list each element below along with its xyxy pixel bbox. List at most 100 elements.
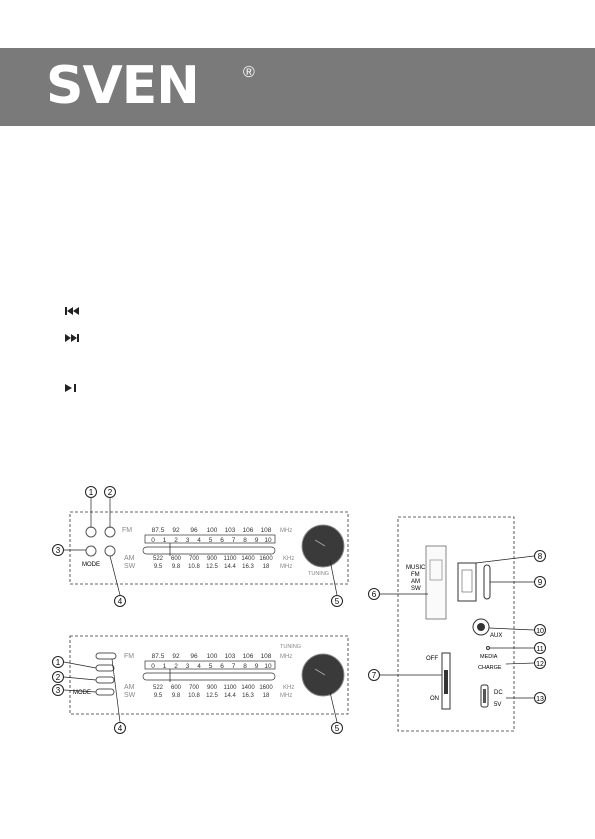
svg-text:FM: FM [124,653,134,660]
callout-1-label: 1 [89,488,94,497]
svg-text:SW: SW [124,563,136,570]
sven-logo: SVEN [46,56,200,116]
svg-text:FM: FM [122,527,132,534]
fm-scale-label: 96 [190,527,198,534]
svg-text:CHARGE: CHARGE [478,665,502,671]
dial-digit: 7 [232,537,236,544]
svg-text:SW: SW [411,586,421,592]
side-panel-diagram: MUSIC FM AM SW 6 8 9 AUX 10 MEDIA CHARGE… [368,516,546,732]
am-scale-label: 1100 [224,556,238,562]
card-slot [483,564,491,600]
sw-scale-label: 14.4 [224,564,236,570]
svg-text:SW: SW [124,692,136,699]
svg-text:5: 5 [335,597,340,606]
sw-scale-label: 9.8 [172,564,181,570]
svg-text:13: 13 [536,696,544,703]
svg-text:7: 7 [372,671,377,680]
svg-text:MHz: MHz [280,564,292,570]
am-scale-label: 1600 [259,556,273,562]
front-panel-diagram-2: MODE 1 2 3 4 FM AM SW TUNING MHz KHz MHz… [52,635,349,734]
dial-digit: 6 [220,537,224,544]
play-button [104,545,116,557]
usb-port [457,562,477,602]
prev-track-icon [65,307,79,315]
registered-mark: ® [243,64,255,81]
dial-digit: 4 [197,537,201,544]
fm-scale-label: 87.5 [152,527,165,534]
svg-text:5: 5 [335,724,340,733]
sw-scale-label: 16.3 [242,693,254,699]
svg-text:MHz: MHz [280,693,292,699]
svg-text:2: 2 [56,673,61,682]
fm-scale-label: 108 [261,527,272,534]
svg-text:OFF: OFF [426,656,438,662]
svg-text:1: 1 [56,658,61,667]
am-scale-label: 522 [153,685,164,691]
sw-scale-label: 9.8 [172,693,181,699]
callout-4 [114,595,126,607]
svg-text:DC: DC [494,690,503,696]
sw-scale-label: 18 [263,693,270,699]
svg-text:AM: AM [124,684,135,691]
svg-text:AM: AM [411,579,420,585]
svg-text:8: 8 [538,552,543,561]
fm-scale-label: 92 [172,653,180,660]
svg-text:5V: 5V [494,702,501,708]
sw-scale-label: 12.5 [206,564,218,570]
am-scale-label: 1400 [241,556,255,562]
fm-scale-label: 108 [261,653,272,660]
fm-scale-label: 100 [207,653,218,660]
svg-text:KHz: KHz [283,556,294,562]
am-scale-label: 1100 [224,685,238,691]
svg-text:TUNING: TUNING [280,644,301,650]
sw-scale-label: 9.5 [154,564,163,570]
sw-scale-label: 14.4 [224,693,236,699]
callout-1 [85,486,97,498]
dial-digit: 7 [232,663,236,670]
sw-scale-label: 16.3 [242,564,254,570]
dial-digit: 1 [163,663,167,670]
fm-scale-label: 103 [225,653,236,660]
header-band [0,48,595,126]
am-scale-label: 600 [171,556,182,562]
svg-text:KHz: KHz [283,685,294,691]
dial-digit: 8 [243,537,247,544]
svg-text:MHz: MHz [280,528,292,534]
svg-text:4: 4 [118,724,123,733]
svg-text:TUNING: TUNING [308,571,329,577]
fm-scale-label: 106 [243,653,254,660]
am-scale-label: 700 [189,556,200,562]
fm-scale-label: 103 [225,527,236,534]
dial-digit: 4 [197,663,201,670]
svg-text:10: 10 [536,628,544,635]
dc-port [480,684,489,708]
svg-text:FM: FM [411,572,420,578]
tuning-knob [301,524,345,568]
dial-digit: 2 [174,537,178,544]
callout-2 [104,486,116,498]
dial-digit: 3 [186,663,190,670]
sw-scale-label: 10.8 [188,564,200,570]
sw-scale-label: 12.5 [206,693,218,699]
dial-digit: 6 [220,663,224,670]
sw-scale-label: 9.5 [154,693,163,699]
callout-3 [52,544,64,556]
dial-digit: 0 [151,663,155,670]
svg-text:AM: AM [124,555,135,562]
svg-text:9: 9 [538,578,543,587]
svg-text:11: 11 [536,646,543,653]
next-track-icon [65,334,79,342]
prev-button [85,526,97,538]
fm-scale-label: 87.5 [152,653,165,660]
svg-text:6: 6 [372,590,377,599]
am-scale-label: 900 [207,556,218,562]
dial-digit: 5 [209,663,213,670]
callout-5 [331,595,343,607]
svg-text:MODE: MODE [73,690,91,696]
dial-digit: 1 [163,537,167,544]
fm-scale-label: 100 [207,527,218,534]
